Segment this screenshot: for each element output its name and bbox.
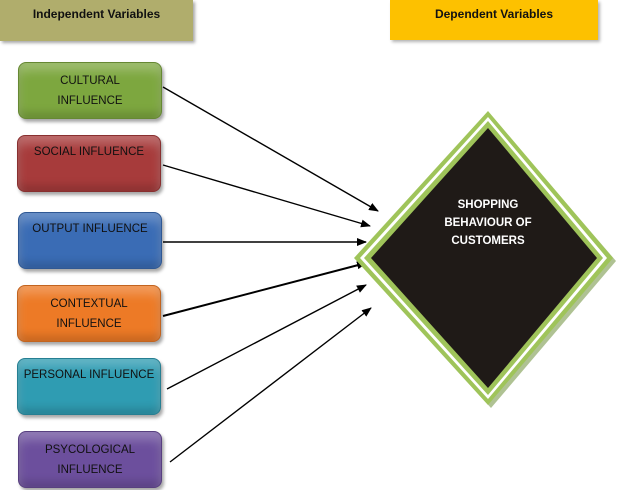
center-label: SHOPPING BEHAVIOUR OF CUSTOMERS bbox=[444, 199, 532, 247]
box-contextual-influence: CONTEXTUAL INFLUENCE bbox=[17, 285, 161, 342]
box-personal-influence: PERSONAL INFLUENCE bbox=[17, 358, 161, 415]
box-cultural-influence: CULTURAL INFLUENCE bbox=[18, 62, 162, 119]
box-psycological-influence: PSYCOLOGICAL INFLUENCE bbox=[18, 431, 162, 488]
center-diamond bbox=[354, 111, 616, 408]
arrow-cultural bbox=[162, 86, 379, 212]
arrow-personal bbox=[166, 284, 367, 390]
box-social-influence: SOCIAL INFLUENCE bbox=[17, 135, 161, 192]
box-label: CONTEXTUAL INFLUENCE bbox=[50, 297, 128, 330]
arrow-contextual bbox=[162, 261, 367, 317]
arrows bbox=[162, 86, 379, 463]
dependent-variables-label: Dependent Variables bbox=[434, 7, 554, 21]
arrow-psycho bbox=[169, 307, 372, 463]
dependent-variables-header: Dependent Variables bbox=[390, 0, 598, 40]
box-output-influence: OUTPUT INFLUENCE bbox=[18, 212, 162, 269]
box-label: PSYCOLOGICAL INFLUENCE bbox=[44, 443, 136, 476]
box-label: PERSONAL INFLUENCE bbox=[23, 368, 155, 381]
arrow-social bbox=[162, 164, 371, 228]
box-label: CULTURAL INFLUENCE bbox=[57, 74, 123, 107]
box-label: OUTPUT INFLUENCE bbox=[32, 222, 148, 235]
independent-variables-header: Independent Variables bbox=[0, 0, 193, 41]
independent-variables-label: Independent Variables bbox=[32, 7, 161, 21]
box-label: SOCIAL INFLUENCE bbox=[33, 145, 145, 158]
diamond-inner bbox=[371, 128, 597, 388]
